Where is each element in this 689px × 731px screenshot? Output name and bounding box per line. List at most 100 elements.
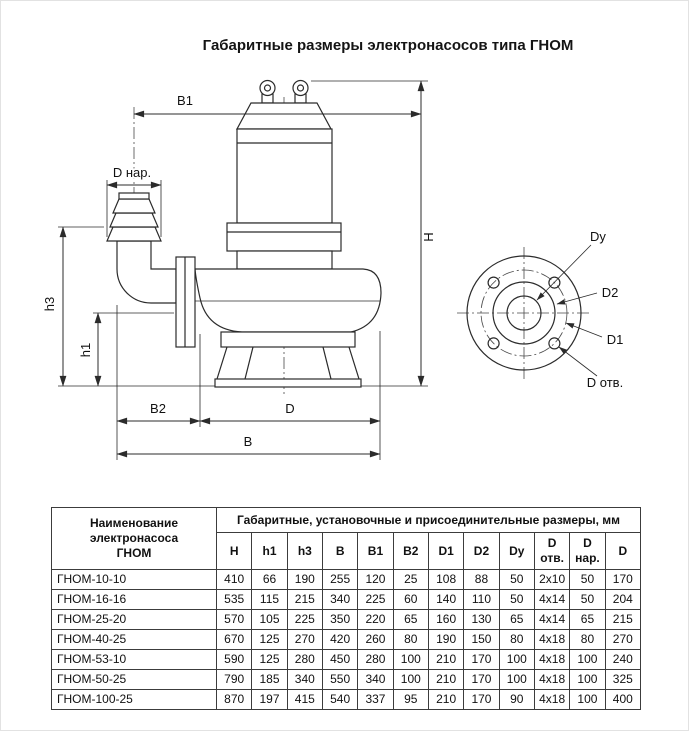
dim-label-b1: B1 — [177, 93, 193, 108]
stand-leg — [348, 346, 360, 380]
dimension-h1: h1 — [76, 312, 174, 387]
dimension-value-cell: 280 — [286, 649, 323, 670]
dimension-value-cell: 140 — [427, 589, 465, 610]
column-header: h3 — [286, 532, 323, 570]
dimension-value-cell: 4x18 — [533, 669, 571, 690]
stand-base-rail — [214, 378, 362, 388]
dimension-value-cell: 4x18 — [533, 649, 571, 670]
dimension-value-cell: 450 — [321, 649, 359, 670]
bolt-circle — [480, 269, 568, 357]
dimension-value-cell: 110 — [463, 589, 500, 610]
bolt-hole — [548, 276, 561, 289]
flange-label-d1: D1 — [565, 322, 625, 349]
dim-label-b2: B2 — [150, 401, 166, 416]
dim-label-h: H — [421, 232, 436, 241]
dimension-value-cell: 260 — [357, 629, 394, 650]
dimension-value-cell: 870 — [215, 689, 253, 710]
dim-label-d-nar: D нар. — [113, 165, 151, 180]
name-column-header: Наименование электронасоса ГНОМ — [51, 507, 217, 570]
dim-label-d2: D2 — [602, 285, 619, 300]
pump-name-cell: ГНОМ-40-25 — [51, 629, 217, 650]
pump-name-cell: ГНОМ-25-20 — [51, 609, 217, 630]
raised-face-circle — [492, 281, 556, 345]
dimension-value-cell: 65 — [392, 609, 429, 630]
dimension-value-cell: 60 — [392, 589, 429, 610]
dim-label-h3: h3 — [42, 297, 57, 311]
dimension-value-cell: 108 — [427, 569, 465, 590]
dimension-value-cell: 100 — [569, 689, 606, 710]
dim-label-d: D — [285, 401, 294, 416]
dimension-value-cell: 66 — [251, 569, 288, 590]
dimension-value-cell: 215 — [286, 589, 323, 610]
dimension-value-cell: 50 — [498, 589, 535, 610]
dimension-value-cell: 4x14 — [533, 589, 571, 610]
dimension-value-cell: 170 — [463, 669, 500, 690]
dimension-value-cell: 88 — [463, 569, 500, 590]
column-header: D — [604, 532, 642, 570]
volute-casing — [194, 268, 382, 333]
dimension-value-cell: 170 — [463, 689, 500, 710]
column-header: B2 — [392, 532, 429, 570]
dimension-value-cell: 350 — [321, 609, 359, 630]
dimension-value-cell: 550 — [321, 669, 359, 690]
dimension-value-cell: 590 — [215, 649, 253, 670]
dimension-value-cell: 130 — [463, 609, 500, 630]
group-header: Габаритные, установочные и присоединител… — [216, 507, 641, 533]
dim-label-b: B — [244, 434, 253, 449]
dimension-value-cell: 100 — [569, 649, 606, 670]
dimension-value-cell: 25 — [392, 569, 429, 590]
stand-leg — [322, 346, 332, 380]
dimension-value-cell: 410 — [215, 569, 253, 590]
dimension-h3: h3 — [40, 226, 215, 387]
stand-leg — [216, 346, 228, 380]
bore-circle — [506, 295, 542, 331]
dimension-value-cell: 65 — [498, 609, 535, 630]
dimension-value-cell: 325 — [604, 669, 642, 690]
dimensions-table: Наименование электронасоса ГНОМ Габаритн… — [51, 507, 642, 710]
column-header: D нар. — [569, 532, 606, 570]
dimension-value-cell: 100 — [392, 649, 429, 670]
dimensions-table-wrap: Наименование электронасоса ГНОМ Габаритн… — [51, 507, 642, 710]
dimension-value-cell: 535 — [215, 589, 253, 610]
bolt-hole — [487, 337, 500, 350]
dimension-value-cell: 190 — [286, 569, 323, 590]
dimension-value-cell: 270 — [286, 629, 323, 650]
dimension-value-cell: 215 — [604, 609, 642, 630]
pump-dimension-drawing: B1 D нар. h3 h1 B2 D — [40, 79, 625, 460]
dimension-value-cell: 125 — [251, 649, 288, 670]
column-header: H — [215, 532, 253, 570]
dimension-value-cell: 50 — [569, 589, 606, 610]
dimension-d-nar: D нар. — [106, 163, 162, 237]
pump-neck — [236, 250, 333, 270]
hose-barb-tip — [118, 192, 150, 200]
dimension-value-cell: 270 — [604, 629, 642, 650]
dimension-value-cell: 120 — [357, 569, 394, 590]
dimension-h: H — [311, 80, 438, 387]
dimension-value-cell: 337 — [357, 689, 394, 710]
dimension-value-cell: 340 — [321, 589, 359, 610]
dimension-value-cell: 670 — [215, 629, 253, 650]
column-header: D отв. — [533, 532, 571, 570]
flange-label-d2: D2 — [556, 283, 620, 305]
page-title: Габаритные размеры электронасосов типа Г… — [202, 37, 574, 54]
dimension-value-cell: 50 — [498, 569, 535, 590]
dimension-value-cell: 340 — [357, 669, 394, 690]
dimension-value-cell: 100 — [498, 649, 535, 670]
pump-name-cell: ГНОМ-16-16 — [51, 589, 217, 610]
dimension-value-cell: 100 — [392, 669, 429, 690]
column-header: B1 — [357, 532, 394, 570]
hose-barb — [106, 226, 162, 242]
motor-cap — [235, 102, 333, 130]
bottom-plate — [220, 331, 356, 348]
discharge-elbow — [116, 240, 177, 304]
hose-barb — [112, 198, 156, 214]
hose-barb — [109, 212, 159, 228]
dimension-value-cell: 170 — [463, 649, 500, 670]
flange-outer-circle — [466, 255, 582, 371]
